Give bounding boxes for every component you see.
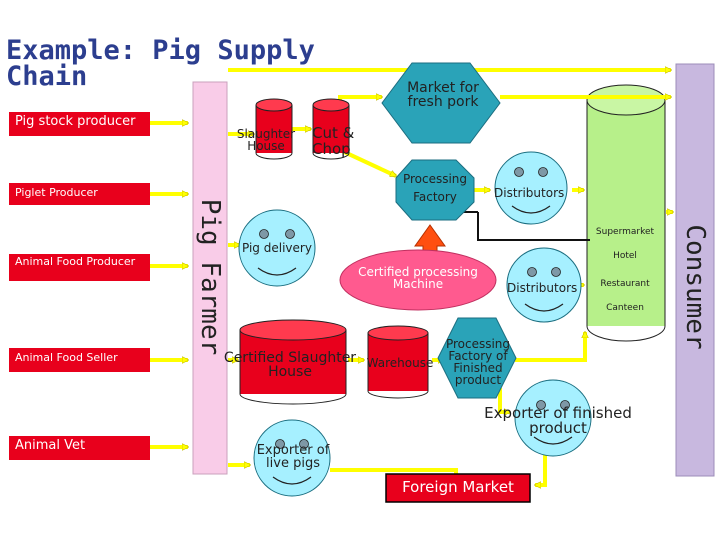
- pig-delivery-label: Pig delivery: [242, 241, 312, 255]
- exporter-live-label: Exporter of live pigs: [256, 443, 330, 471]
- exporter-finished-label: Exporter of finished product: [484, 404, 632, 437]
- certified-slaughter-cylinder: [239, 319, 347, 405]
- warehouse-cylinder: [367, 325, 429, 399]
- consumer-cylinder: [586, 84, 666, 342]
- pig-delivery-smiley: [238, 209, 316, 287]
- connector-distrib-bracket: [477, 212, 590, 241]
- exporter-finished-smiley: [514, 379, 592, 457]
- distributors-top-label: Distributors: [494, 186, 565, 200]
- slaughter-house-label: Slaughter House: [236, 127, 296, 153]
- arrow-proc-consumer: [515, 332, 585, 362]
- processing-factory-octagon: [395, 159, 475, 221]
- animal-food-seller-box: Animal Food Seller: [9, 348, 150, 372]
- distributors-mid-label: Distributors: [507, 281, 578, 295]
- distributors-mid-smiley: [506, 247, 582, 323]
- processing-finished-hexagon: [437, 317, 517, 399]
- consumer-label: Consumer: [680, 224, 710, 350]
- piglet-producer-box: Piglet Producer: [9, 183, 150, 205]
- cut-chop-cylinder: [312, 98, 350, 160]
- arrow-cut-processing: [339, 148, 396, 178]
- processing-finished-label: Processing Factory of Finished product: [445, 337, 511, 387]
- page-title: Example: Pig Supply Chain: [6, 35, 315, 92]
- consumer-item-hotel: Hotel: [613, 251, 637, 261]
- arrow-proc-exporter: [498, 388, 510, 412]
- cut-chop-label: Cut & Chop: [312, 124, 355, 158]
- market-hexagon: [381, 62, 501, 144]
- foreign-market-label: Foreign Market: [402, 478, 514, 496]
- consumer-item-restaurant: Restaurant: [600, 279, 650, 289]
- market-label: Market for fresh pork: [407, 80, 479, 110]
- animal-vet-box: Animal Vet: [9, 436, 150, 460]
- certified-slaughter-label: Certified Slaughter House: [223, 350, 357, 380]
- distributors-top-smiley: [494, 151, 568, 225]
- processing-factory-label: Processing Factory: [402, 172, 468, 204]
- consumer-item-canteen: Canteen: [606, 303, 644, 313]
- certified-machine-ellipse: [339, 249, 497, 311]
- animal-food-producer-box: Animal Food Producer: [9, 254, 150, 281]
- consumer-bar: [675, 63, 715, 477]
- warehouse-label: Warehouse: [366, 356, 434, 370]
- certified-machine-label: Certified processing Machine: [358, 265, 478, 291]
- pig-farmer-bar: [192, 81, 228, 475]
- pig-farmer-label: Pig Farmer: [195, 198, 225, 356]
- pig-stock-producer-box: Pig stock producer: [9, 112, 150, 136]
- foreign-market-box: [385, 473, 531, 503]
- slaughter-house-cylinder: [255, 98, 293, 160]
- exporter-live-smiley: [253, 419, 331, 497]
- consumer-item-supermarket: Supermarket: [595, 227, 655, 237]
